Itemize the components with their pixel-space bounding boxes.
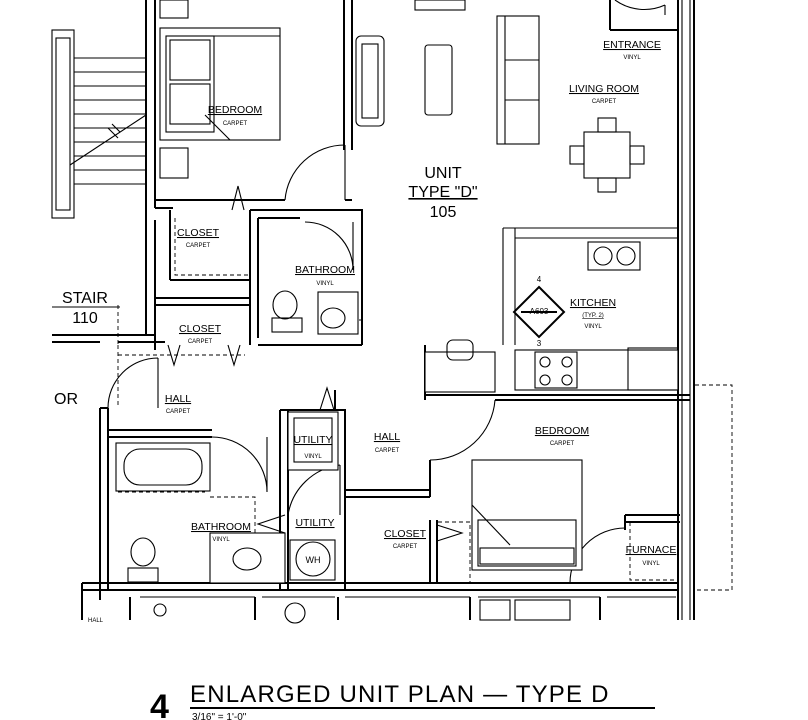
elevation-marker-bottom: 3 bbox=[537, 339, 542, 348]
unit-line2: TYPE "D" bbox=[408, 184, 477, 201]
room-utility2-name: UTILITY bbox=[295, 517, 334, 529]
stair-name: STAIR bbox=[62, 290, 108, 307]
room-kitchen-name: KITCHEN bbox=[570, 297, 616, 309]
drawing-title-block: 4 ENLARGED UNIT PLAN — TYPE D 3/16" = 1'… bbox=[150, 681, 655, 720]
water-heater-label: WH bbox=[306, 555, 321, 565]
corridor-fragment: OR bbox=[54, 391, 78, 408]
room-closet2-floor: CARPET bbox=[188, 339, 213, 345]
drawing-title: ENLARGED UNIT PLAN — TYPE D bbox=[190, 681, 610, 708]
room-bathroom1-name: BATHROOM bbox=[295, 264, 355, 276]
room-bathroom1-floor: VINYL bbox=[316, 281, 334, 287]
drawing-scale: 3/16" = 1'-0" bbox=[192, 712, 247, 720]
room-kitchen-note: (TYP. 2) bbox=[582, 313, 604, 319]
room-entrance-name: ENTRANCE bbox=[603, 39, 661, 51]
unit-label: UNIT TYPE "D" 105 bbox=[408, 165, 477, 221]
room-hall-partial-name: HALL bbox=[88, 618, 104, 624]
stair-treads bbox=[51, 29, 147, 219]
room-hall2-name: HALL bbox=[374, 431, 400, 443]
elevation-marker-top: 4 bbox=[537, 275, 542, 284]
room-utility1-floor: VINYL bbox=[304, 454, 322, 460]
room-furnace-floor: VINYL bbox=[642, 561, 660, 567]
room-closet3-floor: CARPET bbox=[393, 544, 418, 550]
room-bathroom2-floor: VINYL bbox=[212, 537, 230, 543]
room-closet1-floor: CARPET bbox=[186, 243, 211, 249]
elevation-marker: 4 A603 3 bbox=[512, 275, 566, 348]
room-furnace-name: FURNACE bbox=[626, 544, 677, 556]
room-closet2-name: CLOSET bbox=[179, 323, 222, 335]
room-utility1-name: UTILITY bbox=[293, 434, 332, 446]
room-closet3-name: CLOSET bbox=[384, 528, 427, 540]
doors bbox=[107, 0, 666, 584]
room-living-name: LIVING ROOM bbox=[569, 83, 639, 95]
room-bedroom1-floor: CARPET bbox=[223, 121, 248, 127]
room-living-floor: CARPET bbox=[592, 99, 617, 105]
stair-label: STAIR 110 bbox=[52, 290, 120, 327]
unit-line1: UNIT bbox=[424, 165, 462, 182]
room-closet1-name: CLOSET bbox=[177, 227, 220, 239]
furniture bbox=[115, 0, 679, 624]
room-hall2-floor: CARPET bbox=[375, 448, 400, 454]
room-bedroom2-name: BEDROOM bbox=[535, 425, 589, 437]
room-hall1-name: HALL bbox=[165, 393, 191, 405]
room-bedroom1-name: BEDROOM bbox=[208, 104, 262, 116]
dashed-outlines bbox=[117, 209, 733, 591]
room-hall1-floor: CARPET bbox=[166, 409, 191, 415]
room-bathroom2-name: BATHROOM bbox=[191, 521, 251, 533]
drawing-number: 4 bbox=[150, 688, 169, 720]
unit-line3: 105 bbox=[430, 204, 457, 221]
room-labels: ENTRANCE VINYL LIVING ROOM CARPET BEDROO… bbox=[88, 39, 676, 624]
room-bedroom2-floor: CARPET bbox=[550, 441, 575, 447]
stair-number: 110 bbox=[72, 310, 98, 327]
room-kitchen-floor: VINYL bbox=[584, 324, 602, 330]
elevation-marker-ref: A603 bbox=[530, 307, 549, 316]
room-entrance-floor: VINYL bbox=[623, 55, 641, 61]
